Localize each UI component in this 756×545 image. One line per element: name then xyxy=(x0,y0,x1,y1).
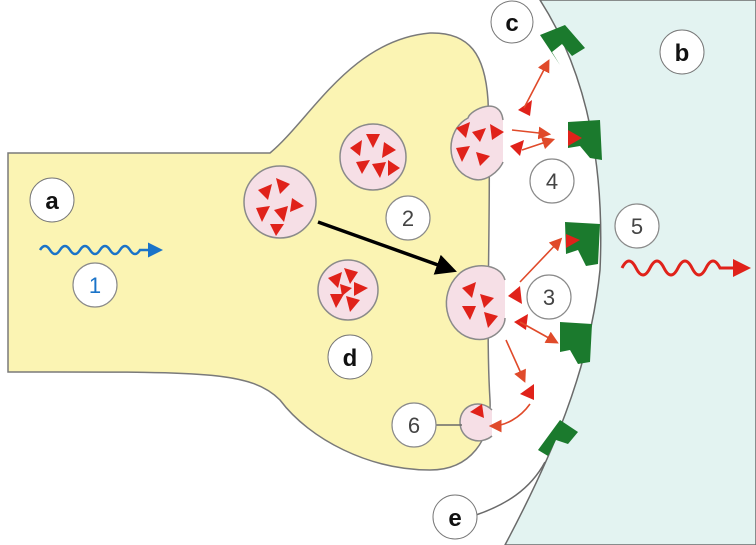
label-e: e xyxy=(432,494,478,540)
receptor-2 xyxy=(568,120,602,160)
svg-text:d: d xyxy=(343,345,358,372)
label-step-6: 6 xyxy=(391,402,437,448)
incoming-impulse-wave xyxy=(38,242,163,258)
receptor-4 xyxy=(560,322,592,364)
label-d: d xyxy=(327,334,373,380)
label-step-2: 2 xyxy=(385,195,431,241)
svg-text:e: e xyxy=(448,505,461,532)
svg-text:b: b xyxy=(675,40,690,67)
vesicle-moving xyxy=(243,165,317,239)
vesicle-movement-arrow xyxy=(317,220,457,275)
svg-text:1: 1 xyxy=(89,273,101,298)
svg-text:5: 5 xyxy=(631,214,643,239)
receptor-3 xyxy=(565,222,600,266)
label-c: c xyxy=(490,0,534,44)
release-arrows xyxy=(488,59,563,433)
svg-text:c: c xyxy=(505,10,518,37)
svg-text:4: 4 xyxy=(546,169,558,194)
label-a: a xyxy=(29,177,75,223)
label-b: b xyxy=(659,29,705,75)
svg-text:6: 6 xyxy=(408,413,420,438)
receptor-1 xyxy=(540,25,585,65)
label-step-3: 3 xyxy=(526,274,572,320)
label-step-4: 4 xyxy=(529,158,575,204)
postsynaptic-cell xyxy=(504,0,756,545)
outgoing-impulse-wave xyxy=(620,259,751,277)
receptor-5 xyxy=(538,420,578,456)
vesicle-lower xyxy=(317,259,379,321)
label-step-5: 5 xyxy=(614,203,660,249)
vesicle-fusing-lower xyxy=(445,265,506,341)
svg-text:2: 2 xyxy=(402,206,414,231)
svg-text:a: a xyxy=(45,188,59,215)
vesicle-recycling xyxy=(459,403,493,442)
vesicle-fusing-upper xyxy=(450,105,504,181)
vesicle-upper xyxy=(339,123,407,191)
leader-e xyxy=(475,461,546,516)
svg-text:3: 3 xyxy=(543,285,555,310)
label-step-1: 1 xyxy=(72,262,118,308)
